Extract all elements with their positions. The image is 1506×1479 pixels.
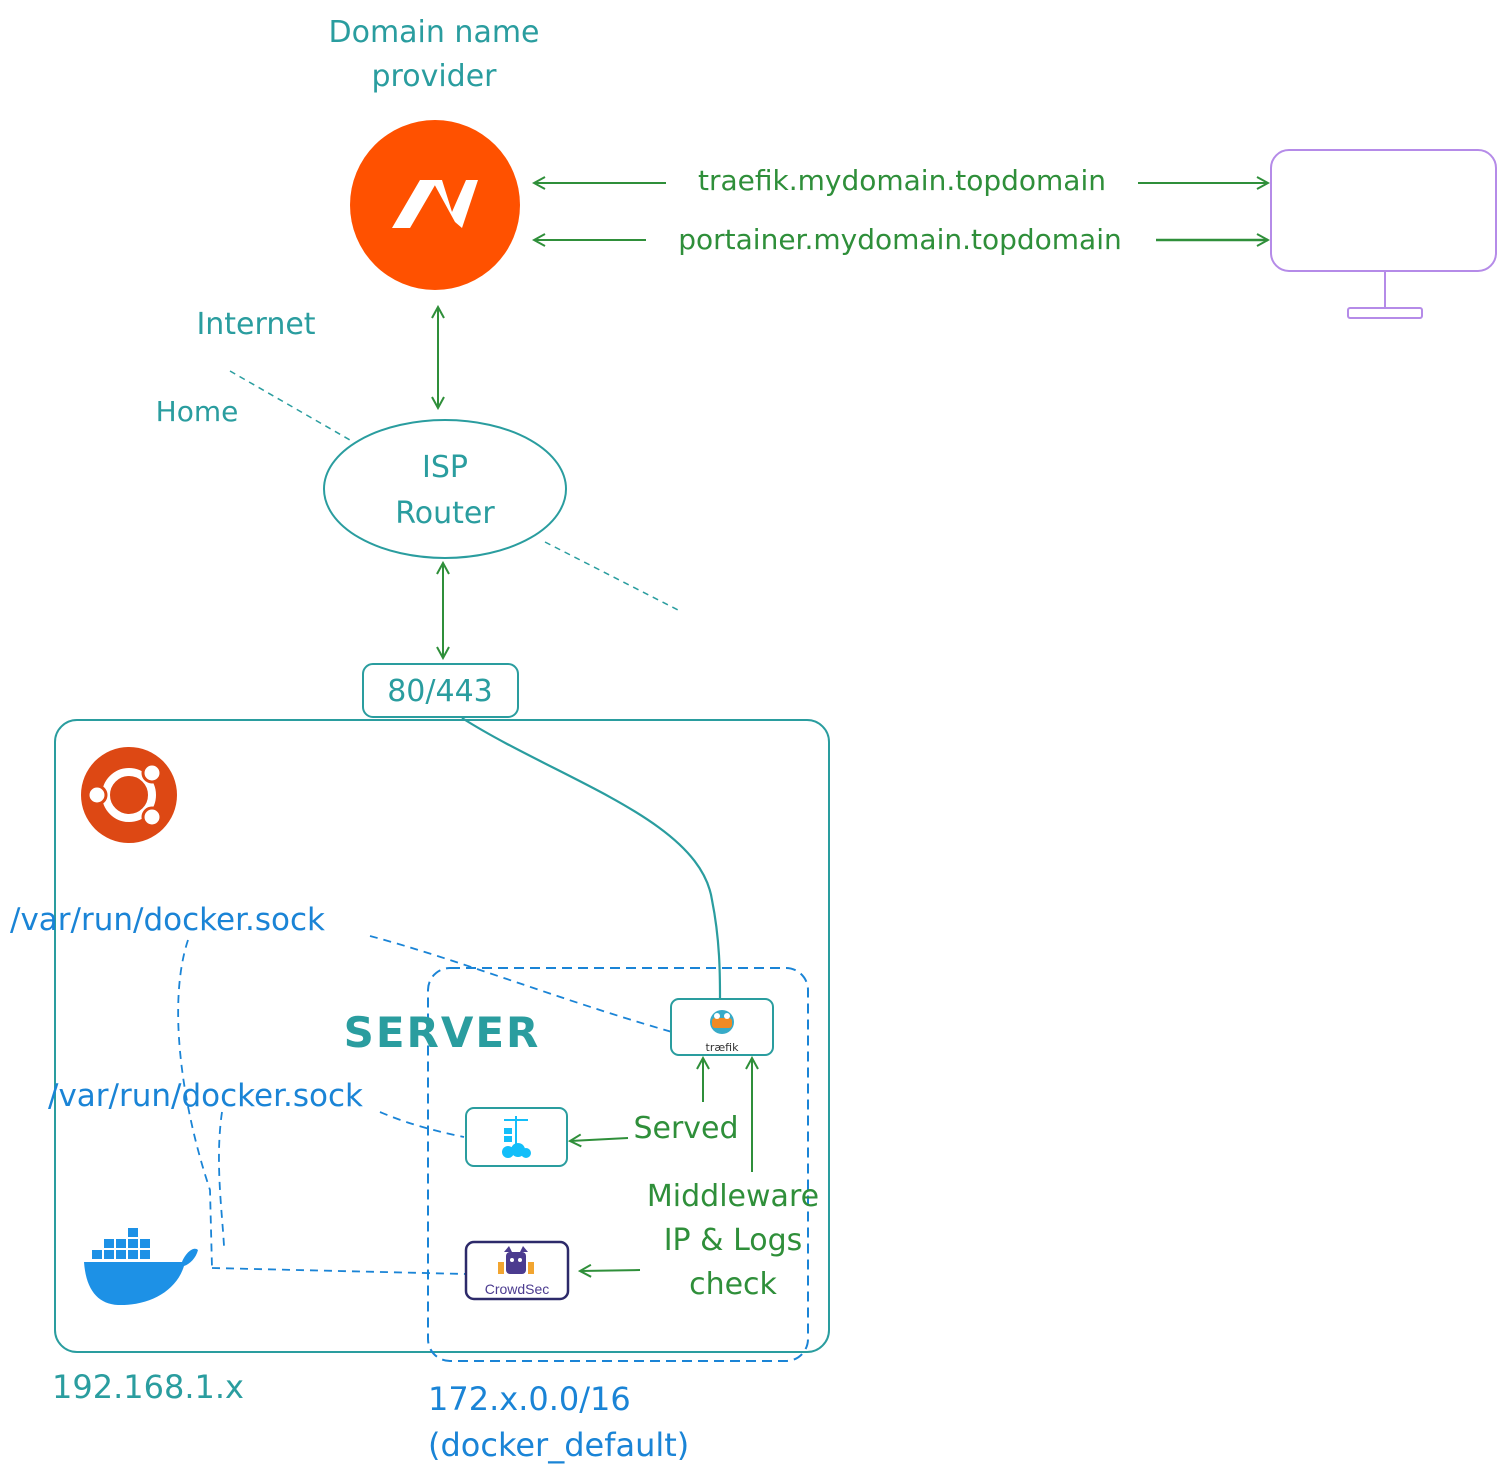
docker-sock-label-mid: /var/run/docker.sock	[48, 1078, 363, 1114]
middleware-label-line3: check	[689, 1267, 777, 1302]
docker-network-box	[427, 967, 809, 1362]
namecheap-logo-icon	[350, 120, 520, 290]
internet-home-boundary-left	[229, 370, 351, 441]
sock-mid-to-portainer-link	[379, 1111, 465, 1138]
host-subnet-label: 192.168.1.x	[52, 1368, 244, 1406]
portainer-logo-icon	[502, 1116, 531, 1158]
isp-router-label-line1: ISP	[422, 450, 468, 485]
docker-logo-icon	[84, 1228, 198, 1306]
internet-label: Internet	[196, 307, 315, 342]
isp-router: ISP Router	[323, 419, 567, 559]
monitor-icon	[1270, 149, 1497, 319]
crowdsec-logo-icon	[498, 1246, 534, 1274]
server-label: SERVER	[344, 1008, 541, 1057]
home-label: Home	[156, 395, 239, 428]
sock-mid-to-docker-link	[218, 1111, 225, 1247]
internet-home-boundary-right	[544, 541, 679, 611]
docker-to-crowdsec-link	[211, 1267, 467, 1275]
crowdsec-container: CrowdSec	[464, 1240, 570, 1301]
middleware-label-line1: Middleware	[647, 1179, 819, 1214]
server-box	[54, 719, 830, 1353]
traefik-container: træfik	[670, 998, 774, 1056]
domain-traefik: traefik.mydomain.topdomain	[698, 164, 1106, 197]
served-label: Served	[633, 1111, 738, 1146]
middleware-label-line2: IP & Logs	[664, 1223, 803, 1258]
domain-provider-title: Domain name	[328, 15, 539, 50]
docker-subnet-label-line2: (docker_default)	[428, 1426, 689, 1464]
traefik-logo-text: træfik	[706, 1041, 740, 1054]
ports-to-traefik-link	[461, 717, 722, 999]
crowdsec-logo-text: CrowdSec	[485, 1281, 550, 1297]
isp-router-label-line2: Router	[395, 496, 495, 531]
traefik-logo-icon	[710, 1010, 734, 1034]
domain-portainer: portainer.mydomain.topdomain	[678, 223, 1122, 256]
ports-label: 80/443	[387, 674, 493, 709]
sock-to-traefik-link	[369, 935, 673, 1033]
ubuntu-logo-icon	[81, 747, 177, 843]
ports-box: 80/443	[362, 663, 519, 718]
docker-sock-label-top: /var/run/docker.sock	[10, 902, 325, 938]
docker-subnet-label-line1: 172.x.0.0/16	[428, 1380, 631, 1418]
domain-provider-subtitle: provider	[372, 59, 498, 94]
portainer-container	[465, 1107, 568, 1167]
